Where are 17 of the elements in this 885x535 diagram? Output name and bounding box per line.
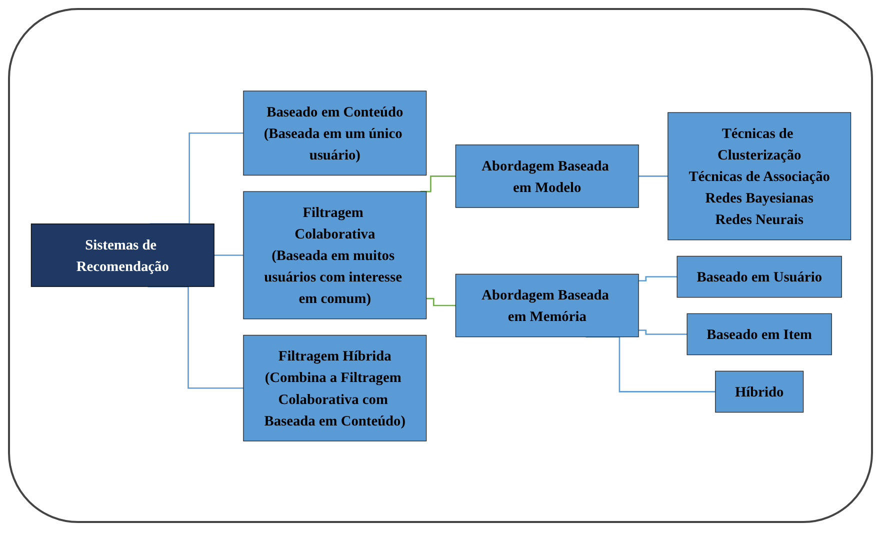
node-box — [242, 190, 426, 319]
connector — [638, 329, 687, 334]
rounded-frame: Sistemas de Recomendação Baseado em Conteúdo (Baseada em um único usuário) Filtragem Colaborativa (Baseada em muitos usuários com interesse em comum) Filtragem Híbrida (Combina a Filtragem Colaborativa com Baseada em Conteúdo) Abordagem Baseada em Modelo Técnicas de Clusterização Técnicas de Associação Redes Bayesianas Redes Neurais Abordagem Baseada em Memória Baseado em Usuário Baseado em Item Híbrido — [8, 8, 873, 523]
node-box — [686, 312, 832, 355]
connector — [214, 254, 243, 256]
node-box — [667, 112, 851, 240]
connector — [426, 297, 456, 306]
node-box — [676, 255, 842, 298]
node-box — [242, 334, 426, 441]
node-box — [30, 223, 214, 286]
node-box — [242, 90, 426, 176]
node-box — [454, 273, 638, 337]
connector — [638, 276, 677, 281]
node-box — [454, 144, 638, 208]
node-box — [714, 370, 804, 412]
connector — [585, 336, 715, 392]
connector — [638, 175, 668, 176]
